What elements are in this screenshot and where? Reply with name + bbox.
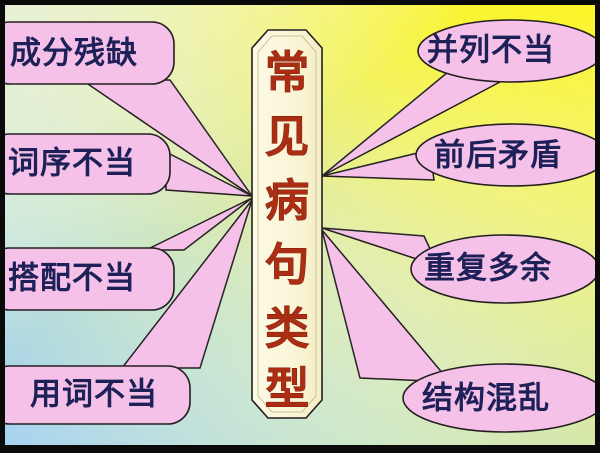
branch-yong-ci-bu-dang[interactable]: 用词不当 xyxy=(0,365,191,425)
connector-tails xyxy=(79,71,503,383)
callout-label-chong-fu-duo-yu: 重复多余 xyxy=(424,251,552,287)
branch-da-pei-bu-dang[interactable]: 搭配不当 xyxy=(0,247,175,311)
callout-label-qian-hou-mao-dun: 前后矛盾 xyxy=(434,138,562,174)
center-banner-inner-line xyxy=(257,35,317,413)
callout-box-yong-ci-bu-dang[interactable] xyxy=(0,365,191,425)
branch-qian-hou-mao-dun[interactable]: 前后矛盾 xyxy=(415,123,600,187)
callout-label-yong-ci-bu-dang: 用词不当 xyxy=(30,377,158,413)
callout-ellipse-bing-lie-bu-dang[interactable] xyxy=(417,19,600,83)
callout-box-cheng-fen-can-que[interactable] xyxy=(0,21,175,85)
callout-box-da-pei-bu-dang[interactable] xyxy=(0,247,175,311)
center-banner: 常 见 病 句 类 型 xyxy=(251,29,323,419)
callout-label-ci-xu-bu-dang: 词序不当 xyxy=(8,146,136,182)
callout-box-ci-xu-bu-dang[interactable] xyxy=(0,133,171,195)
branch-ci-xu-bu-dang[interactable]: 词序不当 xyxy=(0,133,171,195)
branch-cheng-fen-can-que[interactable]: 成分残缺 xyxy=(0,21,175,85)
callout-ellipse-qian-hou-mao-dun[interactable] xyxy=(415,123,600,187)
center-char-3: 病 xyxy=(265,176,309,227)
branch-jie-gou-hun-luan[interactable]: 结构混乱 xyxy=(402,363,600,433)
center-char-4: 句 xyxy=(265,240,309,291)
center-char-5: 类 xyxy=(265,304,309,355)
callout-ellipse-jie-gou-hun-luan[interactable] xyxy=(402,363,600,433)
hairline-left-group xyxy=(165,79,253,369)
center-char-1: 常 xyxy=(265,48,309,99)
callout-label-jie-gou-hun-luan: 结构混乱 xyxy=(422,381,550,417)
branch-chong-fu-duo-yu[interactable]: 重复多余 xyxy=(410,234,600,304)
center-char-6: 型 xyxy=(265,364,309,415)
callout-label-da-pei-bu-dang: 搭配不当 xyxy=(8,261,136,297)
hairline-right-group xyxy=(321,71,449,379)
callout-label-bing-lie-bu-dang: 并列不当 xyxy=(427,33,555,69)
center-char-2: 见 xyxy=(265,112,309,163)
branch-bing-lie-bu-dang[interactable]: 并列不当 xyxy=(417,19,600,83)
center-banner-shape xyxy=(251,29,323,419)
callout-label-cheng-fen-can-que: 成分残缺 xyxy=(10,36,138,72)
